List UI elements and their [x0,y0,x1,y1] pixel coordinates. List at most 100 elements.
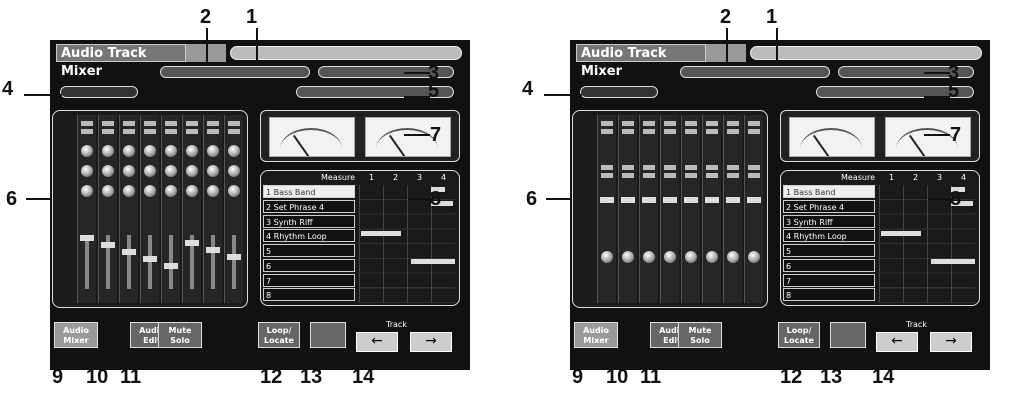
effect-slot[interactable] [664,173,676,178]
track-name-button[interactable]: 8 [783,288,875,302]
channel-strip[interactable] [161,115,180,303]
track-prev-button[interactable]: ← [876,332,918,352]
fader-cap[interactable] [80,235,94,241]
phrase-block[interactable] [951,187,965,192]
channel-strip[interactable] [98,115,117,303]
channel-button[interactable] [123,121,135,126]
track-name-button[interactable]: 5 [783,244,875,257]
channel-button[interactable] [228,121,240,126]
effect-bar[interactable] [684,197,698,203]
channel-button[interactable] [207,129,219,134]
pan-knob[interactable] [165,145,177,157]
effect-bar[interactable] [621,197,635,203]
send-knob[interactable] [165,185,177,197]
channel-strip[interactable] [77,115,96,303]
level-knob[interactable] [207,165,219,177]
track-name-button[interactable]: 2 Set Phrase 4 [783,199,875,213]
track-name-button[interactable]: 4 Rhythm Loop [783,229,875,243]
effect-slot[interactable] [706,173,718,178]
track-name-button[interactable]: 7 [263,273,355,287]
effect-bar[interactable] [642,197,656,203]
edit-mode-field[interactable] [680,66,830,78]
channel-button[interactable] [81,121,93,126]
channel-strip[interactable] [702,115,721,303]
effect-slot[interactable] [706,165,718,170]
track-status-field[interactable] [580,86,658,98]
channel-strip[interactable] [744,115,763,303]
fader-cap[interactable] [227,254,241,260]
send-knob[interactable] [228,185,240,197]
level-knob[interactable] [123,165,135,177]
pan-knob[interactable] [102,145,114,157]
channel-button[interactable] [706,121,718,126]
level-knob[interactable] [165,165,177,177]
level-knob[interactable] [748,251,760,263]
mute-solo-button[interactable]: Mute Solo [158,322,202,348]
level-knob[interactable] [144,165,156,177]
channel-button[interactable] [622,121,634,126]
phrase-block[interactable] [881,231,921,236]
track-next-button[interactable]: → [930,332,972,352]
send-knob[interactable] [81,185,93,197]
channel-button[interactable] [664,129,676,134]
effect-bar[interactable] [747,197,761,203]
effect-slot[interactable] [664,165,676,170]
send-knob[interactable] [102,185,114,197]
audio-mixer-button[interactable]: Audio Mixer [574,322,618,348]
fader-cap[interactable] [122,249,136,255]
track-name-button[interactable]: 6 [783,258,875,272]
mute-solo-button[interactable]: Mute Solo [678,322,722,348]
track-name-button[interactable]: 1 Bass Band [263,185,355,198]
track-name-button[interactable]: 1 Bass Band [783,185,875,198]
channel-strip[interactable] [119,115,138,303]
fader-cap[interactable] [185,240,199,246]
effect-slot[interactable] [685,173,697,178]
channel-button[interactable] [748,121,760,126]
level-knob[interactable] [685,251,697,263]
channel-button[interactable] [186,121,198,126]
effect-bar[interactable] [663,197,677,203]
send-knob[interactable] [186,185,198,197]
tempo-field[interactable] [838,66,974,78]
effect-slot[interactable] [601,173,613,178]
phrase-block[interactable] [951,201,973,206]
track-name-button[interactable]: 3 Synth Riff [783,214,875,228]
channel-button[interactable] [123,129,135,134]
edit-mode-field[interactable] [160,66,310,78]
fader-cap[interactable] [164,263,178,269]
channel-button[interactable] [165,129,177,134]
send-knob[interactable] [123,185,135,197]
effect-slot[interactable] [727,173,739,178]
effect-slot[interactable] [727,165,739,170]
pan-knob[interactable] [81,145,93,157]
track-name-button[interactable]: 8 [263,288,355,302]
pan-knob[interactable] [186,145,198,157]
effect-slot[interactable] [748,173,760,178]
channel-button[interactable] [664,121,676,126]
song-name-field[interactable] [750,46,982,60]
channel-strip[interactable] [182,115,201,303]
track-status-field[interactable] [60,86,138,98]
effect-bar[interactable] [705,197,719,203]
fader-cap[interactable] [101,242,115,248]
channel-button[interactable] [81,129,93,134]
phrase-block[interactable] [431,201,453,206]
level-knob[interactable] [186,165,198,177]
channel-button[interactable] [186,129,198,134]
level-knob[interactable] [81,165,93,177]
send-knob[interactable] [144,185,156,197]
pan-knob[interactable] [207,145,219,157]
track-prev-button[interactable]: ← [356,332,398,352]
level-knob[interactable] [664,251,676,263]
level-knob[interactable] [643,251,655,263]
fader-cap[interactable] [206,247,220,253]
channel-button[interactable] [601,121,613,126]
song-name-field[interactable] [230,46,462,60]
effect-slot[interactable] [643,173,655,178]
channel-strip[interactable] [639,115,658,303]
phrase-block[interactable] [431,187,445,192]
channel-strip[interactable] [224,115,243,303]
phrase-block[interactable] [361,231,401,236]
send-knob[interactable] [207,185,219,197]
effect-slot[interactable] [685,165,697,170]
